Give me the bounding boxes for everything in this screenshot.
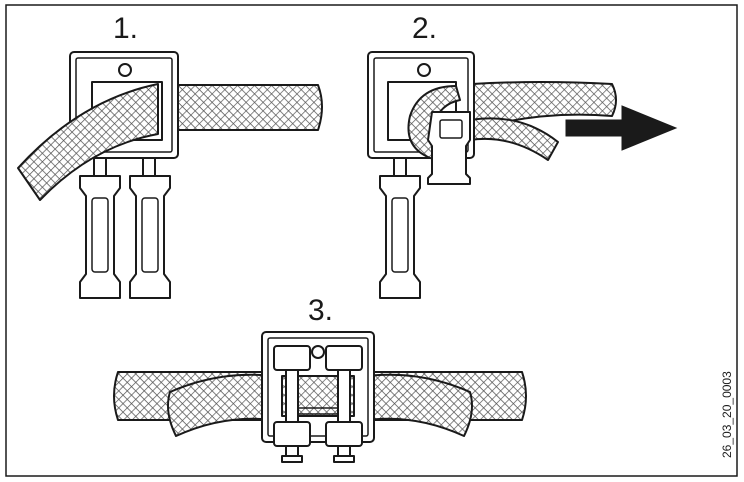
step-2-clip-pin-inserted: [427, 111, 471, 185]
step-3-clip-head-left-bottom: [273, 421, 311, 447]
figure-reference-code: 26_03_20_0003: [720, 371, 734, 458]
step-1-label: 1.: [113, 12, 138, 45]
step-3-label: 3.: [308, 294, 333, 327]
step-3-clip-head-right-bottom: [325, 421, 363, 447]
step-3-foot-right: [337, 445, 351, 457]
step-3-clip-head-left-top: [273, 345, 311, 371]
step-2-clip-pin-inserted-slot: [439, 119, 463, 139]
step-1-strap-left: [17, 83, 159, 201]
step-1-clip-pin-right: [129, 175, 171, 299]
step-1-strap-right: [175, 84, 323, 131]
step-3-clip-shaft-right: [337, 369, 351, 423]
step-3-strap-left-front: [167, 373, 275, 437]
step-1-clip-pin-left: [79, 175, 121, 299]
step-2-strap-right: [471, 81, 617, 131]
step-1-stem-left: [93, 157, 107, 177]
frame-border: [5, 4, 738, 477]
pull-direction-arrow-icon: [565, 105, 678, 151]
step-2-label: 2.: [412, 12, 437, 45]
step-2-stem-left: [393, 157, 407, 177]
step-1-stem-right: [142, 157, 156, 177]
step-1-buckle-inner-edge: [75, 57, 173, 153]
step-2-clip-pin-left-slot: [391, 197, 409, 273]
step-3-foot-right-base: [333, 455, 355, 463]
step-1-clip-pin-right-slot: [141, 197, 159, 273]
step-3-clip-shaft-left: [285, 369, 299, 423]
step-3-strap-right-front: [367, 373, 473, 437]
step-2-clip-pin-left: [379, 175, 421, 299]
step-3-buckle-hole: [311, 345, 325, 359]
step-2-strap-lower-flap: [469, 117, 559, 161]
step-3-illustration: [113, 331, 527, 463]
step-1-illustration: [17, 51, 323, 299]
step-1-buckle-hole: [118, 63, 132, 77]
step-1-clip-pin-left-slot: [91, 197, 109, 273]
step-2-illustration: [367, 51, 678, 299]
step-3-buckle-inner-edge: [267, 337, 369, 437]
step-3-foot-left: [285, 445, 299, 457]
step-3-clip-head-right-top: [325, 345, 363, 371]
step-3-foot-left-base: [281, 455, 303, 463]
step-2-buckle-hole: [417, 63, 431, 77]
